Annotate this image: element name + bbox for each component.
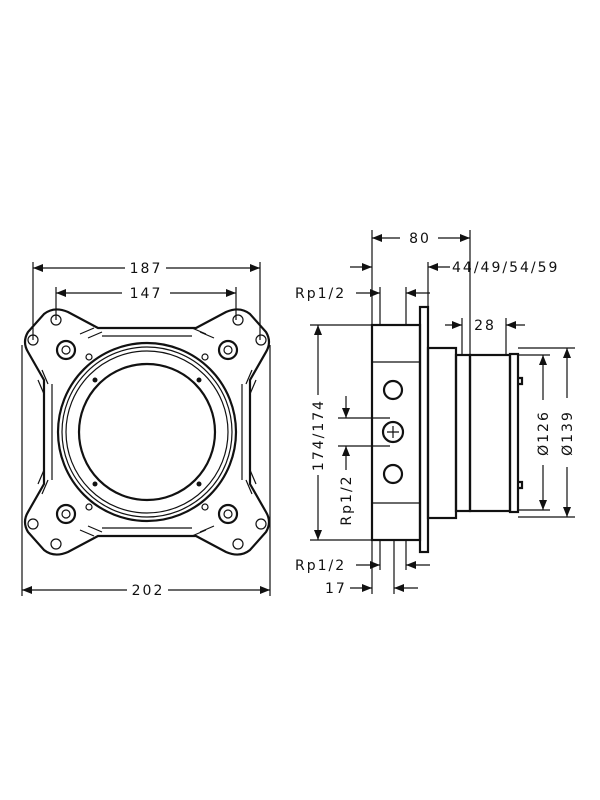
dim-147: 147 <box>130 286 163 302</box>
port-bottom <box>382 463 404 485</box>
dim-80: 80 <box>409 231 431 247</box>
dim-thread-side: Rp1/2 <box>339 474 355 525</box>
dim-thread-bottom: Rp1/2 <box>295 558 346 574</box>
port-top <box>382 379 404 401</box>
side-view-body <box>370 305 524 554</box>
dim-wall-depths: 44/49/54/59 <box>452 260 559 276</box>
front-view-dimensions: 187 147 202 <box>21 261 271 599</box>
dim-17: 17 <box>325 581 347 597</box>
mounting-lugs <box>27 314 267 550</box>
side-view-dimensions: 44/49/54/59 Rp1/2 28 174/174 Rp1/2 Ø126 … <box>295 230 576 597</box>
dim-thread-top: Rp1/2 <box>295 286 346 302</box>
dim-d126: Ø126 <box>536 410 552 456</box>
dim-d139: Ø139 <box>560 410 576 456</box>
front-view-plate <box>23 308 271 556</box>
dim-height: 174/174 <box>311 399 327 471</box>
dim-28: 28 <box>474 318 496 334</box>
dim-202: 202 <box>132 583 165 599</box>
dim-187: 187 <box>130 261 163 277</box>
port-middle <box>381 420 405 444</box>
